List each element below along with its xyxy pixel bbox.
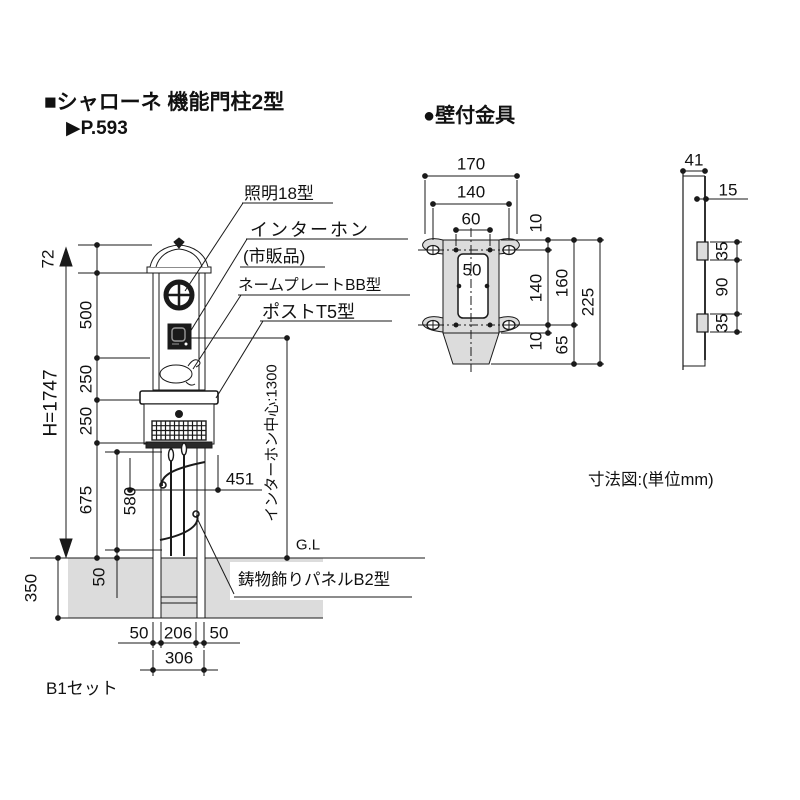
dim-side-35a: 35: [712, 241, 732, 261]
dim-panel-below-50: 50: [89, 567, 109, 587]
mailbox: [139, 390, 219, 449]
callout-leaders: [184, 202, 412, 598]
dim-foundation-350: 350: [21, 573, 41, 603]
dim-bracket-top-10: 10: [526, 213, 546, 233]
dim-bracket-pitch-140: 140: [526, 273, 546, 303]
dim-mid-250b: 250: [76, 406, 96, 436]
set-label: B1セット: [46, 679, 118, 698]
callout-cast-panel: 鋳物飾りパネルB2型: [236, 571, 393, 589]
dim-lower-675: 675: [76, 485, 96, 515]
callout-intercom-note: (市販品): [243, 247, 306, 266]
dim-side-35b: 35: [712, 313, 732, 333]
dim-panel-width-451: 451: [225, 469, 255, 489]
dim-bracket-slot-50: 50: [462, 260, 482, 280]
intercom-unit: [167, 323, 192, 350]
bracket-heading: ●壁付金具: [423, 105, 516, 127]
dim-foot-gap-206: 206: [163, 623, 193, 643]
dim-side-15: 15: [718, 180, 738, 200]
dim-bracket-65: 65: [552, 335, 572, 355]
dim-bracket-60: 60: [461, 209, 481, 229]
nameplate: [159, 359, 201, 386]
dim-intercom-centre-1300: インターホン中心:1300: [263, 364, 281, 522]
dim-bracket-170: 170: [456, 154, 486, 174]
dim-bracket-225: 225: [578, 287, 598, 317]
panel-width-dimension: [127, 455, 262, 493]
dim-bracket-160: 160: [552, 268, 572, 298]
callout-intercom: インターホン: [250, 220, 370, 240]
dim-side-41: 41: [684, 150, 704, 170]
lamp-icon: [163, 279, 195, 311]
unit-note: 寸法図:(単位mm): [588, 471, 714, 489]
dim-upper-500: 500: [76, 300, 96, 330]
dim-bracket-bottom-10: 10: [526, 331, 546, 351]
dim-mid-250a: 250: [76, 364, 96, 394]
dim-total-height: H=1747: [40, 369, 62, 437]
bracket-front-view: [418, 228, 526, 372]
page-reference: ▶P.593: [66, 118, 128, 139]
dim-side-90: 90: [712, 277, 732, 297]
bracket-front-dimensions: [422, 173, 604, 367]
ground-level-label: G.L: [295, 536, 321, 554]
dim-panel-580: 580: [120, 486, 140, 516]
dim-foot-left-50: 50: [129, 623, 149, 643]
footing-dimensions: [118, 622, 240, 676]
callout-mailbox: ポストT5型: [262, 302, 356, 322]
left-dimension-chain: [55, 242, 162, 621]
dim-foot-total-306: 306: [164, 648, 194, 668]
dim-bracket-140w: 140: [456, 182, 486, 202]
dim-top-72: 72: [38, 249, 58, 269]
intercom-centre-dimension: [191, 335, 290, 561]
callout-lighting: 照明18型: [244, 184, 314, 203]
bracket-side-dimensions: [680, 168, 748, 335]
callout-nameplate: ネームプレートBB型: [238, 277, 382, 294]
bracket-side-view: [682, 173, 709, 370]
dim-foot-right-50: 50: [209, 623, 229, 643]
page-title: ■シャローネ 機能門柱2型: [44, 91, 285, 114]
